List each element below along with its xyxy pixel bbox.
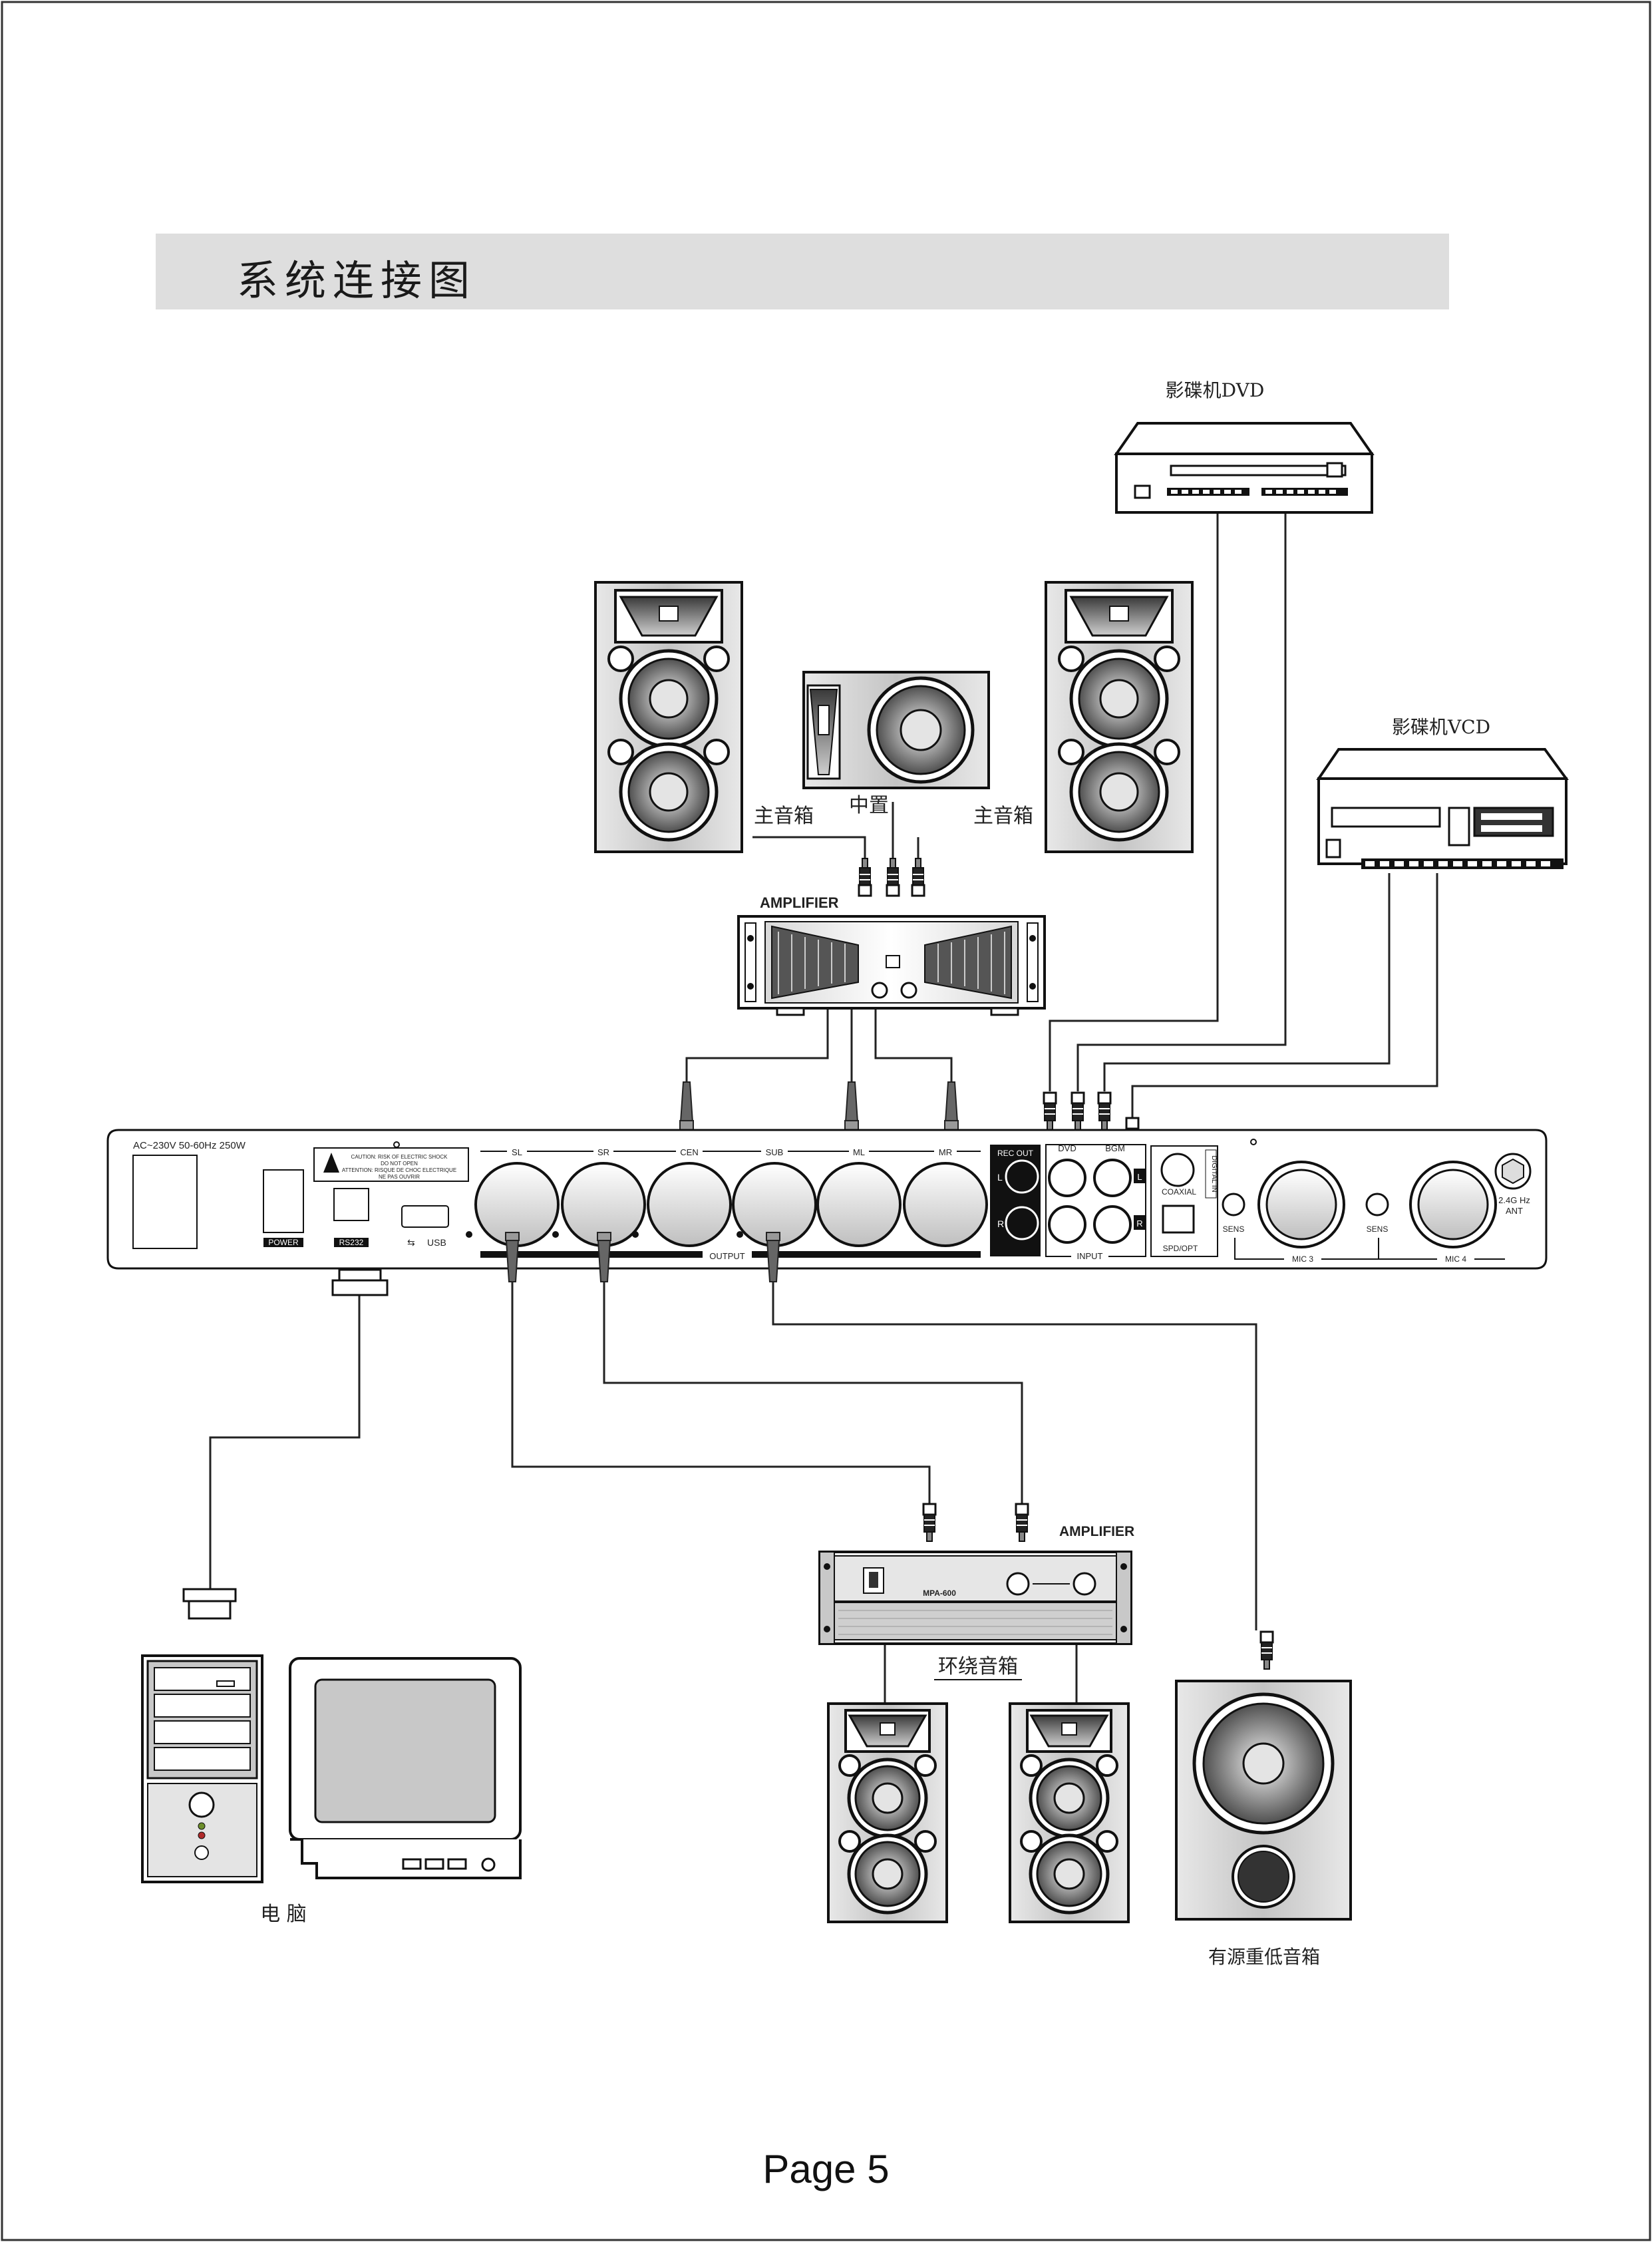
- rs232-cable-connector: [331, 1268, 389, 1296]
- main-speaker-right: [1046, 582, 1192, 852]
- subwoofer-label: 有源重低音箱: [1208, 1946, 1320, 1968]
- active-subwoofer: [1175, 1680, 1352, 1921]
- dvd-player-label: 影碟机DVD: [1166, 379, 1265, 401]
- speaker-plug: [911, 857, 925, 897]
- caution-line: DO NOT OPEN: [381, 1161, 418, 1167]
- channel-label-cen: CEN: [680, 1147, 698, 1157]
- input-dvd-right-jack[interactable]: [1048, 1205, 1086, 1244]
- antenna-label-1: 2.4G Hz: [1498, 1195, 1530, 1205]
- usb-label: USB: [427, 1237, 446, 1248]
- input-bgm-right-jack[interactable]: [1093, 1205, 1132, 1244]
- mic4-label: MIC 4: [1445, 1254, 1466, 1264]
- rec-out-l-label: L: [997, 1172, 1003, 1183]
- input-plug: [1043, 1091, 1057, 1131]
- computer-power-button: [188, 1791, 215, 1818]
- surround-speaker-right: [1010, 1704, 1128, 1922]
- input-label: INPUT: [1077, 1251, 1103, 1261]
- caution-box: [313, 1147, 469, 1182]
- main-speaker-right-label: 主音箱: [973, 805, 1033, 828]
- speaker-plug: [886, 857, 900, 897]
- sens-left-label: SENS: [1223, 1224, 1245, 1234]
- rec-out-right-jack[interactable]: [1005, 1206, 1039, 1240]
- title-bar: 系统连接图: [156, 234, 1449, 309]
- subwoofer-plug: [1259, 1630, 1274, 1670]
- rs232-label: RS232: [339, 1238, 364, 1247]
- sens-knob-mic4[interactable]: [1365, 1193, 1389, 1216]
- input-bgm-label: BGM: [1105, 1143, 1125, 1153]
- cables: [209, 512, 1438, 1702]
- main-speaker-left-label: 主音箱: [754, 805, 814, 828]
- power-label: POWER: [268, 1238, 299, 1247]
- spd-opt-label: SPD/OPT: [1163, 1244, 1198, 1253]
- coaxial-label: COAXIAL: [1162, 1187, 1196, 1197]
- top-amplifier: [737, 915, 1046, 1016]
- sub-output-plug: [766, 1232, 780, 1282]
- input-plug: [1071, 1091, 1085, 1131]
- input-r-label: R: [1136, 1218, 1142, 1228]
- caution-line: NE PAS OUVRIR: [379, 1174, 420, 1180]
- input-l-label: L: [1137, 1172, 1142, 1182]
- channel-label-mr: MR: [939, 1147, 952, 1157]
- top-amplifier-label: AMPLIFIER: [760, 894, 839, 911]
- vcd-player-label: 影碟机VCD: [1392, 716, 1490, 738]
- usb-port[interactable]: [401, 1205, 449, 1228]
- antenna-label-2: ANT: [1506, 1206, 1523, 1216]
- coaxial-jack[interactable]: [1160, 1153, 1195, 1187]
- channel-label-sub: SUB: [766, 1147, 784, 1157]
- rear-panel: AC~230V 50-60Hz 250W CAUTION: RISK OF EL…: [106, 1129, 1548, 1270]
- power-switch[interactable]: [263, 1169, 304, 1233]
- main-speaker-left: [595, 582, 742, 852]
- vcd-player: [1316, 748, 1569, 869]
- output-jacks: [466, 1162, 988, 1247]
- center-speaker: [802, 671, 990, 789]
- computer-label: 电 脑: [260, 1903, 307, 1926]
- dvd-player: [1114, 422, 1375, 514]
- rec-out-left-jack[interactable]: [1005, 1159, 1039, 1194]
- rec-out-r-label: R: [997, 1218, 1004, 1229]
- caution-line: CAUTION: RISK OF ELECTRIC SHOCK: [351, 1154, 448, 1160]
- center-speaker-label: 中置: [849, 794, 889, 817]
- sr-output-plug: [597, 1232, 611, 1282]
- power-rating: AC~230V 50-60Hz 250W: [133, 1140, 246, 1151]
- sl-output-plug: [505, 1232, 520, 1282]
- bottom-amplifier-model: MPA-600: [923, 1588, 956, 1598]
- surround-amp-plug: [922, 1503, 937, 1543]
- input-plug: [1097, 1091, 1112, 1131]
- rec-out-label: REC OUT: [997, 1149, 1034, 1158]
- channel-label-ml: ML: [853, 1147, 865, 1157]
- sens-right-label: SENS: [1367, 1224, 1389, 1234]
- mic3-label: MIC 3: [1292, 1254, 1313, 1264]
- page-title: 系统连接图: [237, 256, 477, 305]
- digital-in-label: DIGITAL IN: [1210, 1155, 1218, 1193]
- bottom-amplifier: MPA-600: [818, 1551, 1132, 1645]
- output-jack-cen[interactable]: [647, 1162, 732, 1247]
- optical-jack[interactable]: [1162, 1205, 1195, 1234]
- bottom-amplifier-label: AMPLIFIER: [1059, 1524, 1134, 1539]
- rs232-port[interactable]: [333, 1188, 369, 1221]
- output-plug: [679, 1081, 694, 1131]
- output-label: OUTPUT: [709, 1251, 745, 1261]
- computer: [141, 1588, 522, 1883]
- surround-speaker-left: [828, 1704, 947, 1922]
- speaker-plug: [858, 857, 872, 897]
- output-plug: [844, 1081, 859, 1131]
- output-jack-mr[interactable]: [903, 1162, 988, 1247]
- usb-icon: ⇆: [407, 1237, 415, 1248]
- caution-line: ATTENTION: RISQUE DE CHOC ELECTRIQUE: [342, 1167, 456, 1173]
- channel-label-sr: SR: [597, 1147, 609, 1157]
- output-jack-ml[interactable]: [816, 1162, 902, 1247]
- input-dvd-left-jack[interactable]: [1048, 1159, 1086, 1197]
- sens-knob-mic3[interactable]: [1222, 1193, 1245, 1216]
- surround-amp-plug: [1015, 1503, 1029, 1543]
- channel-label-sl: SL: [512, 1147, 522, 1157]
- input-bgm-left-jack[interactable]: [1093, 1159, 1132, 1197]
- output-plug: [944, 1081, 959, 1131]
- input-dvd-label: DVD: [1058, 1143, 1076, 1153]
- surround-speakers-label: 环绕音箱: [938, 1655, 1018, 1678]
- page-number: Page 5: [762, 2147, 890, 2191]
